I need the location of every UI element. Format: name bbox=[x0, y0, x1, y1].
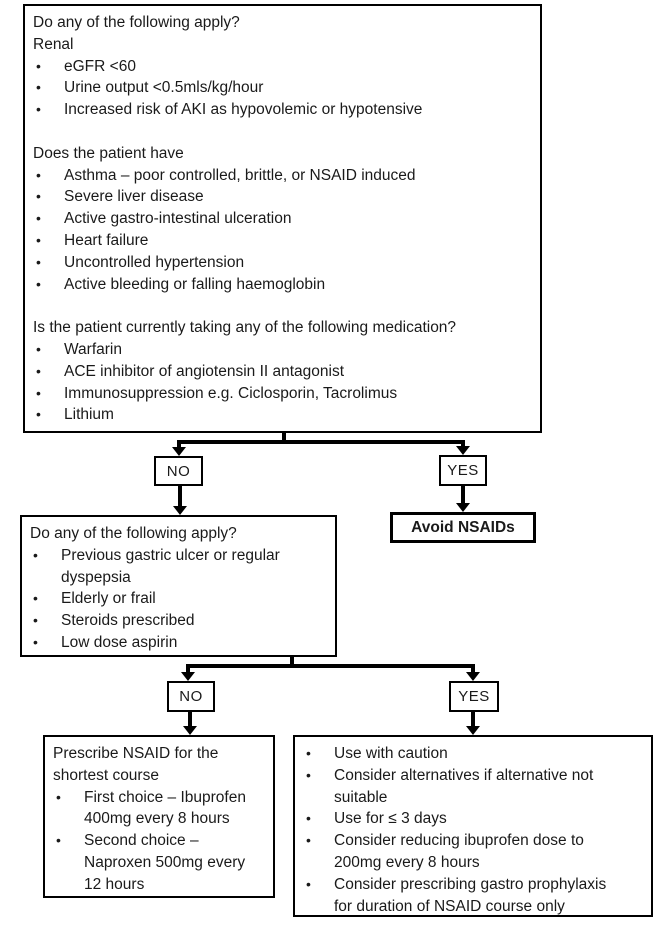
bullet-item: Severe liver disease bbox=[36, 186, 532, 208]
bullet-item: First choice – Ibuprofen 400mg every 8 h… bbox=[56, 787, 265, 831]
bullet-item: Warfarin bbox=[36, 339, 532, 361]
section-heading: Is the patient currently taking any of t… bbox=[33, 319, 457, 337]
bullet-item: Active bleeding or falling haemoglobin bbox=[36, 274, 532, 296]
bullet-item: Asthma – poor controlled, brittle, or NS… bbox=[36, 165, 532, 187]
screening-title: Do any of the following apply? bbox=[33, 14, 240, 31]
bullet-item: Consider reducing ibuprofen dose to 200m… bbox=[306, 830, 643, 874]
bullet-item: Urine output <0.5mls/kg/hour bbox=[36, 77, 532, 99]
section-heading: Does the patient have bbox=[33, 144, 184, 162]
screening-section-renal: Renal eGFR <60 Urine output <0.5mls/kg/h… bbox=[33, 34, 532, 121]
bullet-item: eGFR <60 bbox=[36, 56, 532, 78]
bullet-item: Heart failure bbox=[36, 230, 532, 252]
arrowhead-down-icon bbox=[466, 726, 480, 735]
yes1-arrow-line bbox=[461, 486, 465, 503]
split1-stub-line bbox=[282, 433, 286, 444]
screening-section-conditions: Does the patient have Asthma – poor cont… bbox=[33, 143, 532, 296]
bullet-item: Steroids prescribed bbox=[33, 610, 327, 632]
risk-question-box: Do any of the following apply? Previous … bbox=[20, 515, 337, 657]
bullet-item: Consider prescribing gastro prophylaxis … bbox=[306, 874, 643, 918]
arrowhead-down-icon bbox=[183, 726, 197, 735]
section-heading: Renal bbox=[33, 35, 74, 53]
bullet-item: Immunosuppression e.g. Ciclosporin, Tacr… bbox=[36, 383, 532, 405]
bullet-item: Active gastro-intestinal ulceration bbox=[36, 208, 532, 230]
screening-section-medication: Is the patient currently taking any of t… bbox=[33, 317, 532, 426]
avoid-nsaids-box: Avoid NSAIDs bbox=[390, 512, 536, 543]
bullet-item: Low dose aspirin bbox=[33, 632, 327, 654]
bullet-item: Elderly or frail bbox=[33, 588, 327, 610]
prescribe-title: Prescribe NSAID for the shortest course bbox=[53, 745, 219, 784]
decision2-no-tag: NO bbox=[167, 681, 215, 712]
split2-stub-line bbox=[290, 657, 294, 668]
bullet-item: Increased risk of AKI as hypovolemic or … bbox=[36, 99, 532, 121]
no2-arrow-line bbox=[188, 712, 192, 726]
no1-arrow-line bbox=[178, 486, 182, 506]
bullet-item: Use for ≤ 3 days bbox=[306, 808, 643, 830]
split1-right-drop-line bbox=[461, 444, 465, 447]
arrowhead-down-icon bbox=[456, 446, 470, 455]
arrowhead-down-icon bbox=[466, 672, 480, 681]
decision2-yes-tag: YES bbox=[449, 681, 499, 712]
caution-box: Use with caution Consider alternatives i… bbox=[293, 735, 653, 917]
split1-left-drop-line bbox=[177, 444, 181, 448]
arrowhead-down-icon bbox=[456, 503, 470, 512]
bullet-item: Lithium bbox=[36, 404, 532, 426]
screening-question-box: Do any of the following apply? Renal eGF… bbox=[23, 4, 542, 433]
bullet-item: Uncontrolled hypertension bbox=[36, 252, 532, 274]
yes2-arrow-line bbox=[471, 712, 475, 726]
split1-horizontal-line bbox=[177, 440, 465, 444]
arrowhead-down-icon bbox=[173, 506, 187, 515]
bullet-item: Use with caution bbox=[306, 743, 643, 765]
risk-title: Do any of the following apply? bbox=[30, 525, 237, 542]
split2-right-drop-line bbox=[471, 668, 475, 673]
split2-left-drop-line bbox=[186, 668, 190, 673]
decision1-yes-tag: YES bbox=[439, 455, 487, 486]
arrowhead-down-icon bbox=[181, 672, 195, 681]
bullet-item: Second choice – Naproxen 500mg every 12 … bbox=[56, 830, 265, 895]
arrowhead-down-icon bbox=[172, 447, 186, 456]
prescribe-box: Prescribe NSAID for the shortest course … bbox=[43, 735, 275, 898]
split2-horizontal-line bbox=[186, 664, 475, 668]
bullet-item: Consider alternatives if alternative not… bbox=[306, 765, 643, 809]
bullet-item: Previous gastric ulcer or regular dyspep… bbox=[33, 545, 327, 589]
bullet-item: ACE inhibitor of angiotensin II antagoni… bbox=[36, 361, 532, 383]
decision1-no-tag: NO bbox=[154, 456, 203, 486]
